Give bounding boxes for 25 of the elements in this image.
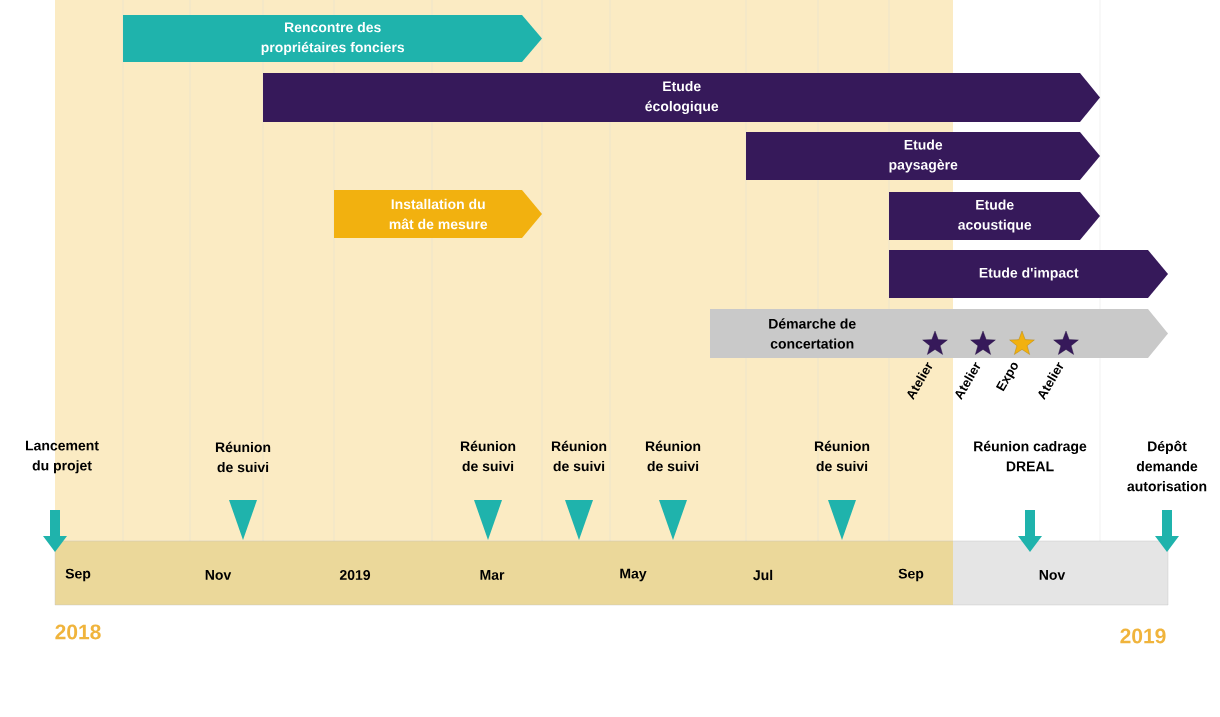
- year-label: 2019: [1120, 628, 1166, 644]
- milestone-label: Réunion de suivi: [551, 440, 607, 472]
- month-label: Nov: [1039, 570, 1066, 580]
- month-label: Sep: [65, 568, 91, 582]
- month-label: 2019: [339, 570, 371, 580]
- milestone-label: Réunion de suivi: [460, 440, 516, 472]
- task-band: Etude acoustique: [889, 192, 1100, 240]
- month-label: May: [620, 568, 647, 582]
- task-band: Installation du mât de mesure: [334, 190, 542, 238]
- task-band: Etude paysagère: [746, 132, 1100, 180]
- task-band: Rencontre des propriétaires fonciers: [123, 15, 542, 62]
- milestone-label: Réunion de suivi: [645, 440, 701, 472]
- month-label: Nov: [205, 570, 232, 580]
- milestone-label: Réunion cadrage DREAL: [974, 440, 1087, 472]
- year-label: 2018: [55, 624, 101, 640]
- milestone-label: Réunion de suivi: [814, 440, 870, 472]
- task-band: Etude d'impact: [889, 250, 1168, 298]
- task-band: Etude écologique: [263, 73, 1100, 122]
- milestone-label: Réunion de suivi: [215, 441, 271, 473]
- month-label: Mar: [480, 570, 505, 580]
- month-label: Jul: [753, 569, 773, 581]
- month-label: Sep: [898, 568, 924, 582]
- milestone-label: Dépôt demande autorisation: [1127, 440, 1207, 492]
- task-band: Démarche de concertation: [710, 309, 1168, 358]
- milestone-label: Lancement du projet: [26, 440, 99, 474]
